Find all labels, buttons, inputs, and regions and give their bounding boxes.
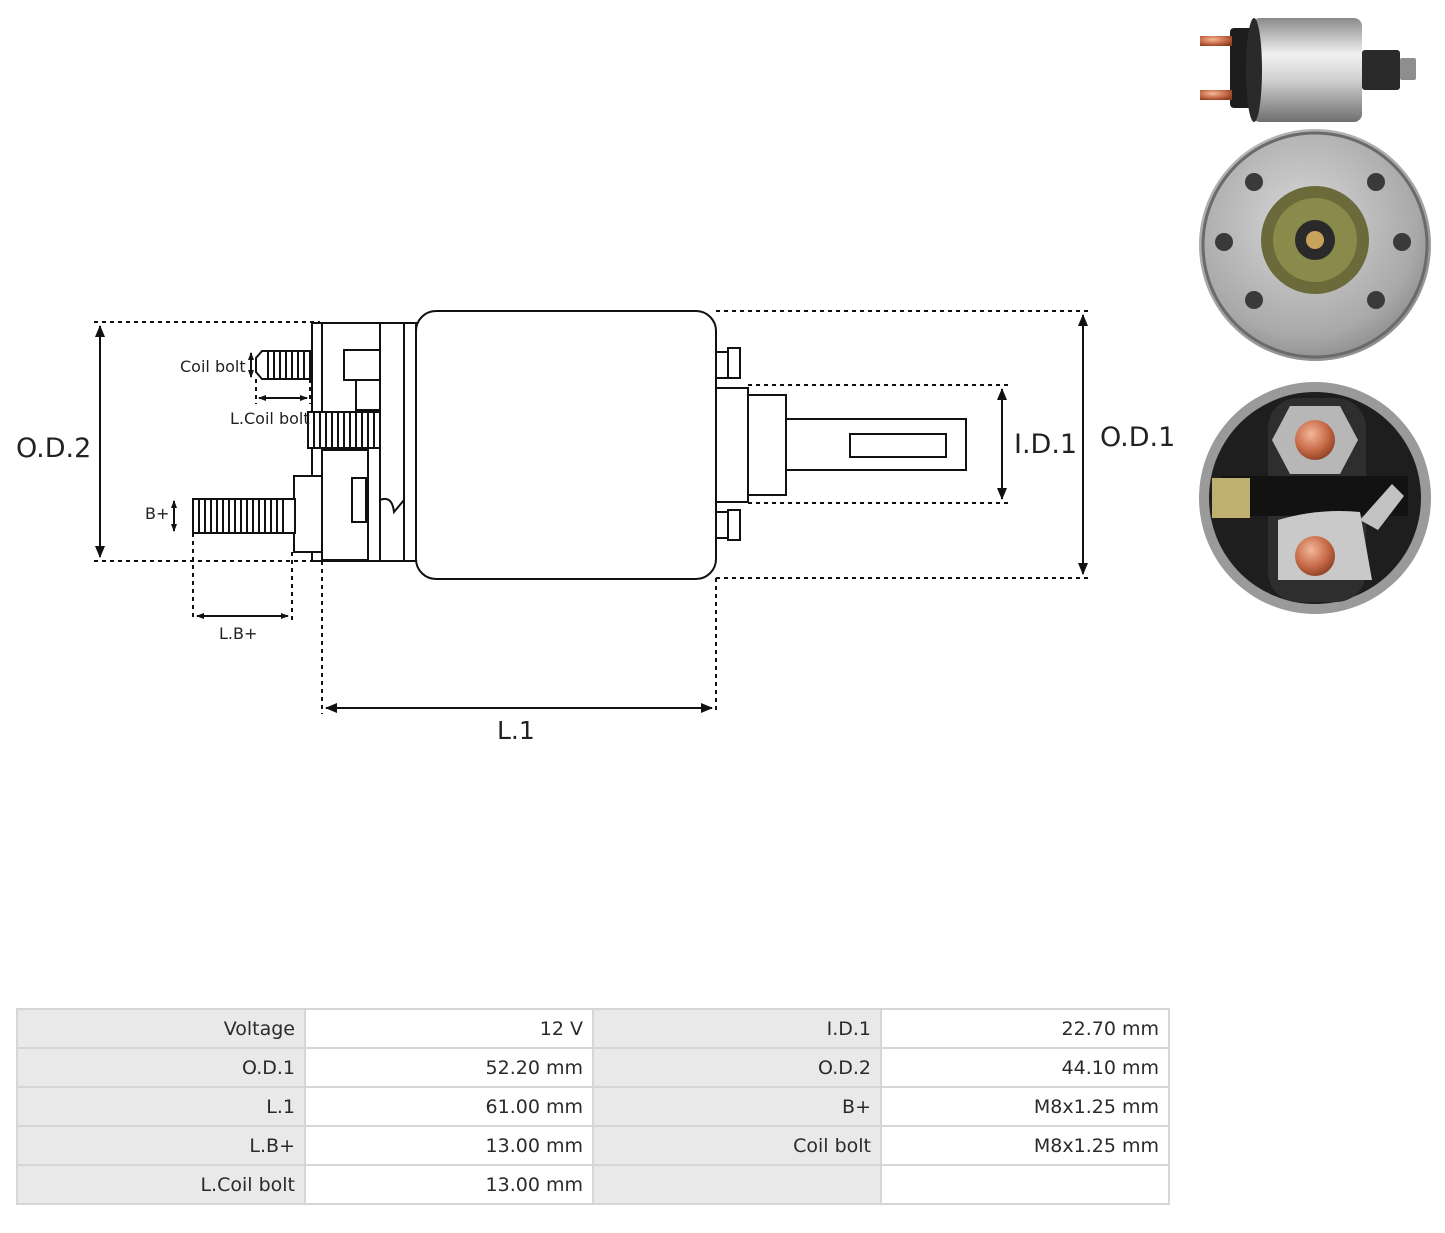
spec-value: 52.20 mm	[305, 1048, 593, 1087]
table-row: L.1 61.00 mm B+ M8x1.25 mm	[17, 1087, 1169, 1126]
l1-label: L.1	[497, 716, 535, 745]
table-row: O.D.1 52.20 mm O.D.2 44.10 mm	[17, 1048, 1169, 1087]
l-coil-bolt-label: L.Coil bolt	[230, 409, 310, 428]
spec-value: 22.70 mm	[881, 1009, 1169, 1048]
b-plus-threads	[198, 499, 284, 533]
dimension-arrows	[95, 314, 1088, 713]
specs-table: Voltage 12 V I.D.1 22.70 mm O.D.1 52.20 …	[16, 1008, 1170, 1205]
spec-value	[881, 1165, 1169, 1204]
spec-value: 61.00 mm	[305, 1087, 593, 1126]
table-row: Voltage 12 V I.D.1 22.70 mm	[17, 1009, 1169, 1048]
solenoid-outline	[192, 310, 967, 580]
spec-label: Coil bolt	[593, 1126, 881, 1165]
spec-label: B+	[593, 1087, 881, 1126]
spec-label: L.Coil bolt	[17, 1165, 305, 1204]
middle-stud-threads	[313, 412, 375, 448]
spec-value: M8x1.25 mm	[881, 1126, 1169, 1165]
spec-label: O.D.1	[17, 1048, 305, 1087]
spec-value: 13.00 mm	[305, 1165, 593, 1204]
spec-label: O.D.2	[593, 1048, 881, 1087]
b-plus-label: B+	[145, 504, 169, 523]
spec-label: L.1	[17, 1087, 305, 1126]
spec-label: L.B+	[17, 1126, 305, 1165]
spec-value: 12 V	[305, 1009, 593, 1048]
od2-label: O.D.2	[16, 433, 91, 464]
spec-value: 13.00 mm	[305, 1126, 593, 1165]
od1-label: O.D.1	[1100, 422, 1175, 453]
l-b-plus-label: L.B+	[219, 624, 257, 643]
product-photo-rear	[1199, 382, 1431, 614]
solenoid-diagram: O.D.2 O.D.1 I.D.1 L.1 Coil bolt L.Coil b…	[16, 18, 1431, 745]
id1-label: I.D.1	[1014, 429, 1077, 460]
product-photo-side	[1200, 18, 1416, 122]
table-row: L.B+ 13.00 mm Coil bolt M8x1.25 mm	[17, 1126, 1169, 1165]
coil-bolt-threads	[267, 351, 305, 379]
spec-label: Voltage	[17, 1009, 305, 1048]
extension-lines	[94, 310, 1090, 714]
coil-bolt-label: Coil bolt	[180, 357, 246, 376]
spec-label: I.D.1	[593, 1009, 881, 1048]
spec-value: M8x1.25 mm	[881, 1087, 1169, 1126]
spec-label	[593, 1165, 881, 1204]
product-photo-front	[1199, 129, 1431, 361]
spec-value: 44.10 mm	[881, 1048, 1169, 1087]
table-row: L.Coil bolt 13.00 mm	[17, 1165, 1169, 1204]
